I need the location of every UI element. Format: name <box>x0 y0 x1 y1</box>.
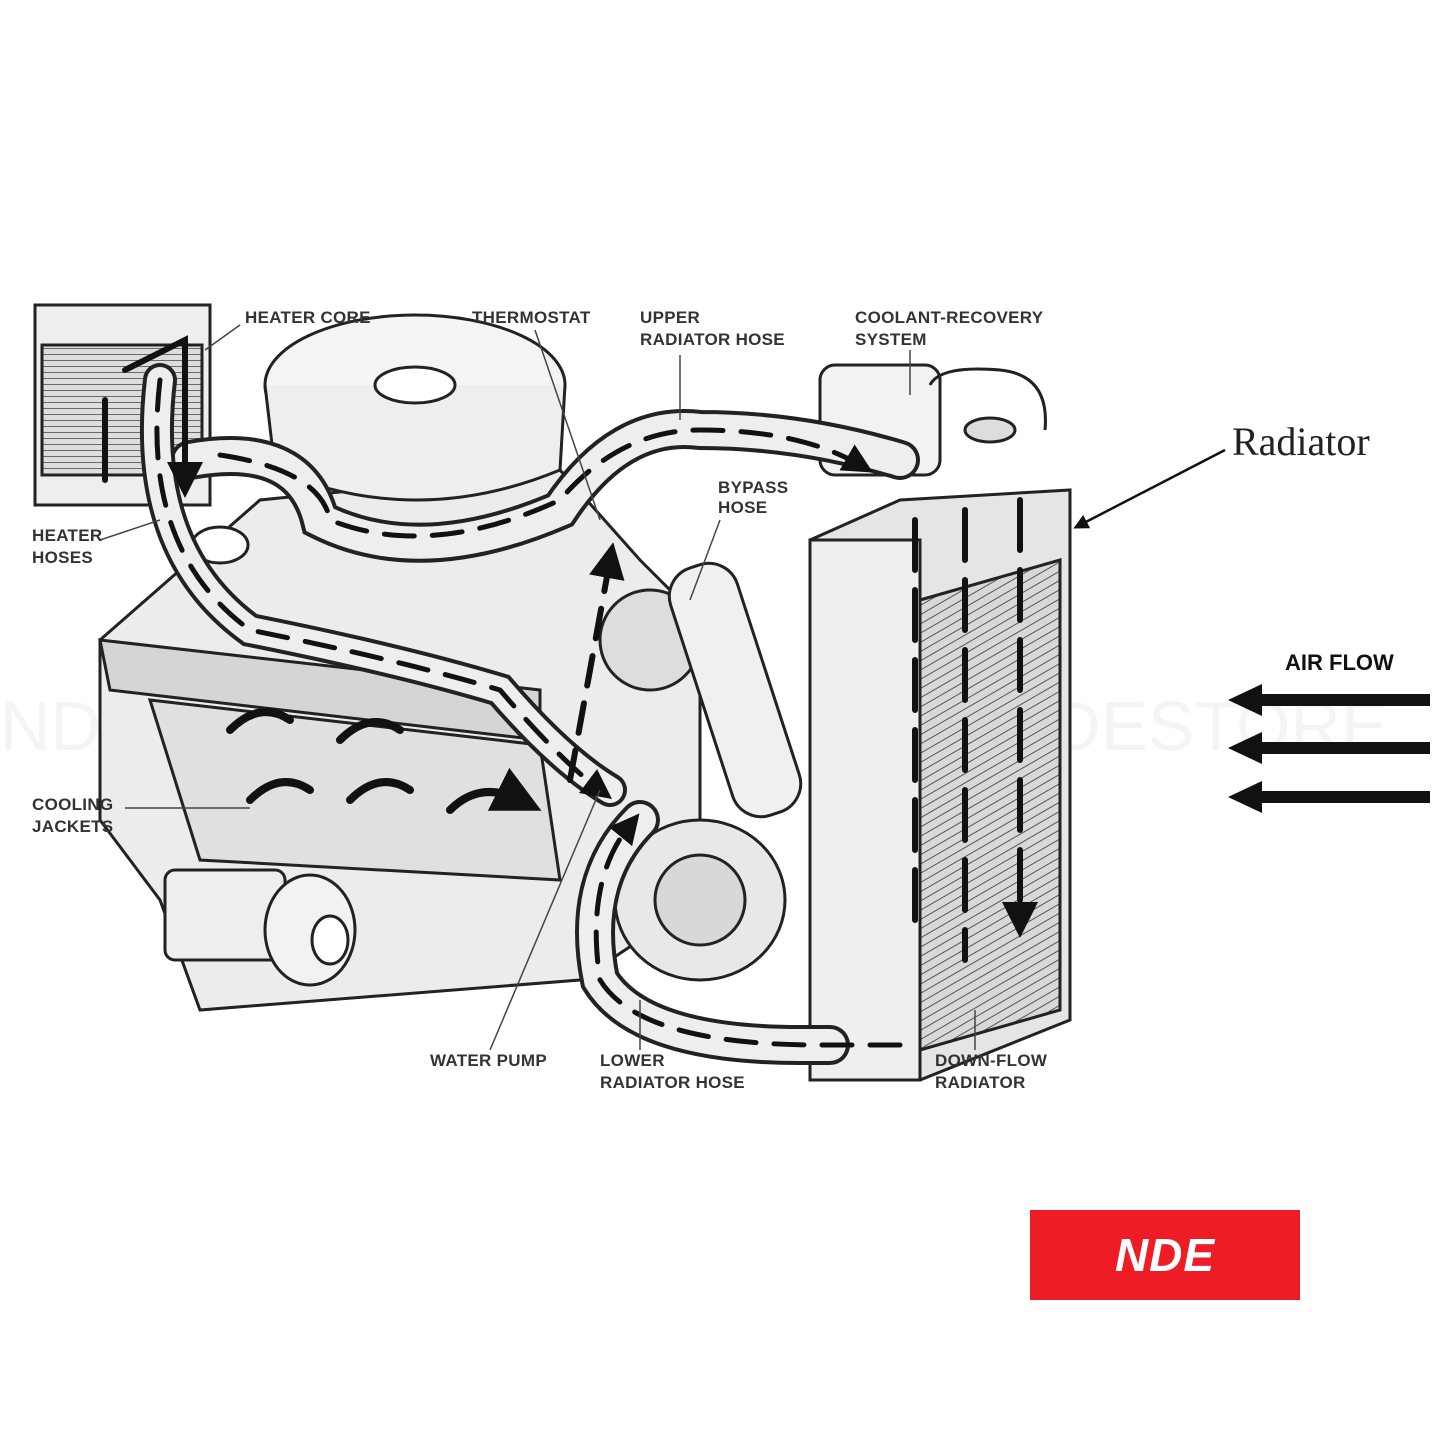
label-upper-hose-2: RADIATOR HOSE <box>640 330 785 349</box>
radiator-body <box>808 363 1072 1082</box>
label-radiator: Radiator <box>1232 419 1370 464</box>
leader-lines <box>99 324 1226 1051</box>
label-cooling-1: COOLING <box>32 795 113 814</box>
coolant-hoses <box>102 335 1020 1065</box>
label-lower-hose-1: LOWER <box>600 1051 665 1070</box>
nde-logo-text: NDE <box>1114 1229 1216 1281</box>
engine-block <box>98 313 803 1012</box>
label-heater-hoses-2: HOSES <box>32 548 93 567</box>
label-bypass-1: BYPASS <box>718 478 788 497</box>
label-coolant-1: COOLANT-RECOVERY <box>855 308 1044 327</box>
label-heater-hoses-1: HEATER <box>32 526 102 545</box>
label-bypass-2: HOSE <box>718 498 767 517</box>
label-coolant-2: SYSTEM <box>855 330 927 349</box>
label-upper-hose-1: UPPER <box>640 308 700 327</box>
air-flow-arrows <box>1228 684 1430 813</box>
label-downflow-1: DOWN-FLOW <box>935 1051 1048 1070</box>
nde-logo: NDE <box>1030 1210 1300 1300</box>
label-water-pump: WATER PUMP <box>430 1051 547 1070</box>
label-cooling-2: JACKETS <box>32 817 113 836</box>
label-lower-hose-2: RADIATOR HOSE <box>600 1073 745 1092</box>
label-air-flow: AIR FLOW <box>1285 650 1394 675</box>
label-heater-core: HEATER CORE <box>245 308 371 327</box>
label-thermostat: THERMOSTAT <box>472 308 591 327</box>
label-downflow-2: RADIATOR <box>935 1073 1026 1092</box>
